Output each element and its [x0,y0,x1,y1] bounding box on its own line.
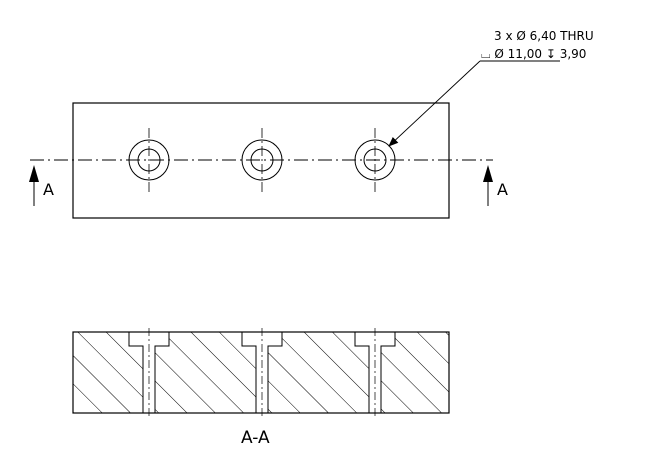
section-hole-1 [128,328,170,417]
section-view: A-A [72,328,450,448]
top-view: A A 3 x Ø 6,40 THRU ⌴ Ø 11,00 ↧ 3,90 [29,29,594,219]
section-marker-left: A [29,165,54,206]
callout-line-1: 3 x Ø 6,40 THRU [494,29,594,43]
section-hole-2 [241,328,283,417]
leader-line [388,60,481,147]
plate-outline [72,102,450,219]
section-label-left: A [43,180,54,199]
section-label-right: A [497,180,508,199]
hole-2 [241,128,283,192]
hole-1 [128,128,170,192]
hole-callout: 3 x Ø 6,40 THRU ⌴ Ø 11,00 ↧ 3,90 [388,29,594,147]
section-marker-right: A [483,165,508,206]
hole-3 [354,128,396,192]
section-view-label: A-A [241,428,270,448]
callout-line-2: ⌴ Ø 11,00 ↧ 3,90 [481,47,586,61]
section-outline [72,331,450,414]
section-hole-3 [354,328,396,417]
